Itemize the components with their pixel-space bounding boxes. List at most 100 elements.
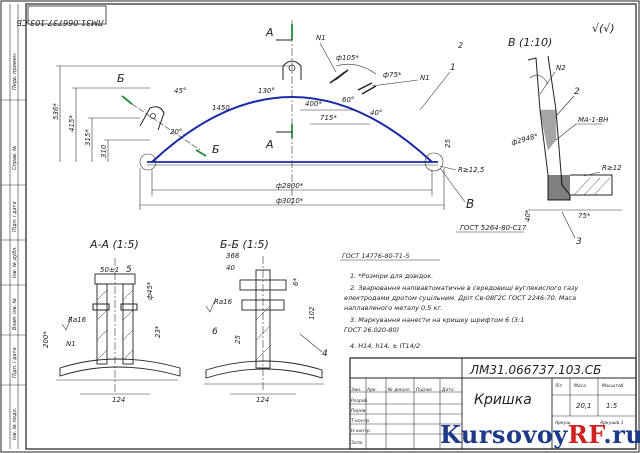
dim-2800: ф2800* [276,182,304,190]
fitting-2 [357,82,377,95]
dim-124-aa: 124 [112,396,125,404]
title-block: ЛМ31.066737.103.СБ Кришка Змн. Арк. № до… [349,357,637,450]
dim-130: 130° [258,87,275,95]
fitting-1 [329,69,349,84]
dim-3010: ф3010* [276,197,304,205]
hdr-doc: № докум. [387,387,410,393]
dim-20: 20° [170,128,182,136]
dim-102: 102 [308,306,316,320]
label-n2: N2 [556,64,566,72]
watermark-logo: KursovoyRF.ru [440,420,640,449]
strip-label-1: Справ. № [12,146,18,170]
dim-200: 200* [42,331,50,348]
dim-315: 315* [84,129,92,146]
hdr-izm: Змн. [351,387,362,393]
hdr-ark: Арк. [366,387,377,393]
view-v: В (1:10) √(√) N2 2 MA-1-BH ф2948* R≥12 7… [508,22,622,247]
dim-2948: ф2948* [510,132,539,147]
note-line-2: електродами дротом суцільним. Дріт Св-08… [344,294,576,302]
drawing-frame [25,3,637,450]
detail-circle-right [424,152,444,172]
section-b-label-bottom: Б [212,143,220,156]
pos-6: 6 [212,327,218,337]
strip-label-2: Підп. і дата [12,201,18,232]
dim-25-bb: 25 [234,335,242,344]
technical-notes: ГОСТ 14776-80-Т1-5 1. *Розміри для довід… [340,252,578,350]
section-a-label-top: А [265,26,274,39]
left-lug [139,106,165,131]
gost-5264: ГОСТ 5264-80-C17 [460,224,527,232]
part-name: Кришка [474,392,532,408]
section-aa-title: А-А (1:5) [89,238,139,251]
sheets-label: Аркушів 1 [599,420,624,426]
pos-3: 3 [576,237,582,247]
hdr-sign: Підпис [416,387,433,393]
note-line-0: 1. *Розміри для довідок. [350,272,433,280]
dim-124-bb: 124 [256,396,269,404]
scale-value: 1:5 [606,402,618,410]
section-b-mark-top [121,95,133,105]
note-line-5: ГОСТ 26.020-80) [344,326,399,334]
bolt-right [122,283,134,365]
note-line-1: 2. Зварювання напівавтоматичне в середов… [350,284,578,292]
dim-105: ф105* [336,54,359,62]
note-line-4: 3. Маркування нанести на кришку шрифтом … [350,316,524,324]
dim-r12: R≥12 [602,164,622,172]
dim-40-bb: 40 [226,264,235,272]
dim-45-aa: ф45* [146,281,154,300]
ra-aa: Ra16 [68,316,87,324]
strip-label-0: Перв. примен. [12,52,18,90]
dim-45: 45° [174,87,186,95]
dim-536: 536* [52,103,60,120]
detail-circle-left [139,153,157,171]
dim-1450: 1450 [212,104,230,112]
dim-715: 715* [320,114,337,122]
note-line-6: 4. Н14, h14, ± IT14/2 [350,342,420,350]
strip-label-4: Взам. інв. № [12,298,18,330]
doc-code: ЛМ31.066737.103.СБ [469,363,601,377]
dim-50: 50±1 [100,266,119,274]
row-perev: Перев. [351,408,367,414]
dim-60: 60° [342,96,354,104]
dim-400: 400* [305,100,322,108]
section-b-label-top: Б [117,72,125,85]
view-v-title: В (1:10) [508,36,552,49]
dome-section-bb [205,360,323,379]
dim-75: ф75* [383,71,402,79]
row-razrob: Розроб. [351,398,369,404]
strip-label-5: Підп. і дата [12,347,18,378]
strip-label-6: Інв. № подл. [12,408,18,440]
dome-section-aa [59,358,181,377]
rotated-code-box: ЛМ31.066737.103.СБ [16,5,107,27]
weld-mark: MA-1-BH [578,116,609,124]
strip-label-3: Інв. № дубл. [12,246,18,278]
pos-2: 2 [574,87,580,97]
view-v-callout: В [466,197,474,211]
hatch-fill [548,175,570,200]
pos-1: 1 [450,63,456,73]
side-strip: Перв. примен. Справ. № Підп. і дата Інв.… [1,4,26,449]
pos-5: 5 [126,265,132,275]
section-bb: Б-Б (1:5) 368 40 6* Ra16 6 25 102 4 124 [204,238,328,404]
dim-25: 25 [444,139,452,148]
roughness-mark: √(√) [592,22,615,35]
label-n1-aa: N1 [66,340,76,348]
bolt-left [96,283,108,365]
dim-368: 368 [226,252,240,260]
col-scale: Масштаб [602,383,624,389]
row-tkontr: Т.контр. [351,418,371,424]
label-n1-right: N1 [420,74,430,82]
row-zatv: Затв. [351,440,363,446]
note-line-3: наплавленого металу 0,5 кг. [344,304,443,312]
pos-2-main: 2 [458,41,463,50]
section-a-label-bottom: А [265,138,274,151]
sheet-label: Аркуш [554,420,570,426]
label-n1-top: N1 [316,34,326,42]
dim-6: 6* [292,278,300,286]
dim-40-v: 40* [524,209,532,222]
row-nkontr: Н.контр. [351,428,371,434]
ra-bb: Ra16 [214,298,233,306]
mass-value: 20,1 [576,402,592,410]
